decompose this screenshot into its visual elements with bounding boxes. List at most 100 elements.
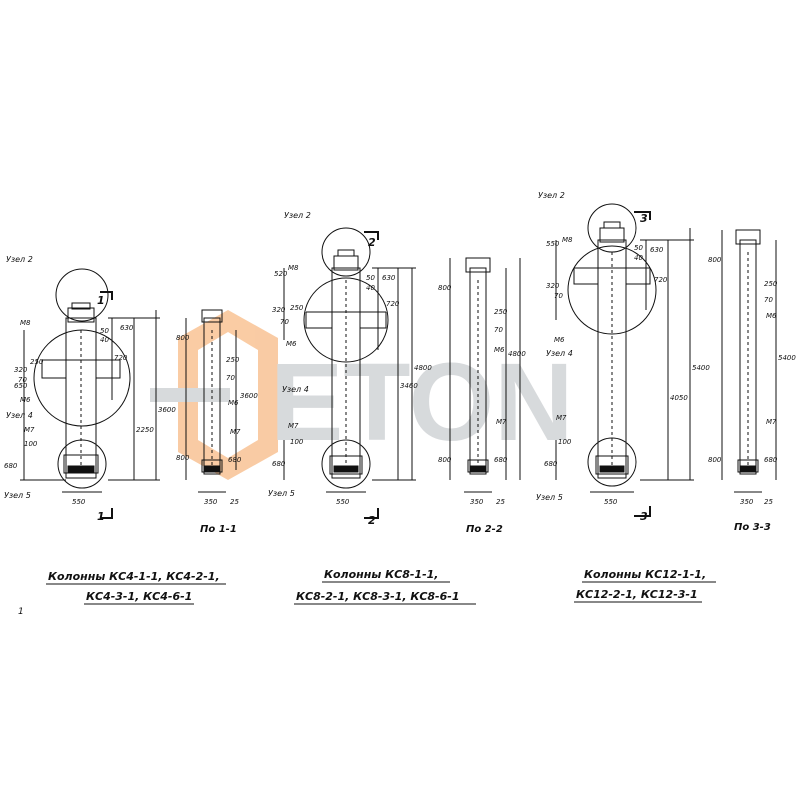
column-1-dim-left-4: 100 [24, 440, 38, 448]
section-2 [449, 257, 521, 493]
column-3-node-upper-label: Узел 2 [538, 191, 565, 200]
section-1-bottom-width: 350 [204, 498, 218, 506]
watermark-text: ETON [270, 341, 574, 464]
column-1-console [41, 360, 66, 379]
column-1-labels: Узел 2 Узел 4 Узел 5 М8 М6 М7 320 650 25… [4, 255, 176, 523]
section-1-mark-m7: М7 [230, 428, 241, 436]
section-1-dim-right-3: 680 [228, 456, 242, 464]
column-2-dim-left-3: 250 [290, 304, 304, 312]
section-2-dim-right-3: 680 [494, 456, 508, 464]
column-2-node-lower-label: Узел 5 [268, 489, 295, 498]
column-2-dim-right-2: 3460 [400, 382, 418, 390]
column-1-dim-right-2: 2250 [136, 426, 154, 434]
column-1-small-dim-1: 40 [100, 336, 109, 344]
section-2-title: По 2-2 [466, 524, 503, 535]
column-3-dim-right-3: 5400 [692, 364, 710, 372]
section-3-bottom-width: 350 [740, 498, 754, 506]
column-3-dim-left-0: 550 [546, 240, 560, 248]
section-2-dim-right-2: 4800 [508, 350, 526, 358]
column-3-small-dim-1: 40 [634, 254, 643, 262]
column-1-dim-left-2: 250 [30, 358, 44, 366]
column-2-labels: Узел 2 Узел 4 Узел 5 М8 М6 М7 520 320 70… [268, 211, 432, 527]
column-3-node-mid-label: Узел 4 [546, 349, 573, 358]
section-1-mark-m6: М6 [228, 399, 239, 407]
column-1-section-cut-bottom [100, 508, 113, 519]
section-1-dim-left-1: 800 [176, 454, 190, 462]
column-3-small-dim-0: 50 [634, 244, 643, 252]
column-1-node-lower-label: Узел 5 [4, 491, 31, 500]
column-1-mark-m8: М8 [20, 319, 31, 327]
column-3-dim-right-2: 4050 [670, 394, 688, 402]
column-1-node-mid-label: Узел 4 [6, 411, 33, 420]
column-3-node-lower [587, 437, 637, 487]
section-3-dim-right-1: 70 [764, 296, 773, 304]
section-2-dim-left-0: 800 [438, 284, 452, 292]
column-2-node-upper-label: Узел 2 [284, 211, 311, 220]
column-1-dim-left-3: 70 [18, 376, 27, 384]
column-1-dim-right-3: 3600 [158, 406, 176, 414]
watermark: ETON [150, 310, 574, 480]
column-3-section-mark-bottom: 3 [640, 510, 648, 523]
column-3-dim-right-0: 630 [650, 246, 664, 254]
section-2-dim-right-1: 70 [494, 326, 503, 334]
section-3-title: По 3-3 [734, 522, 771, 533]
section-1-labels: По 1-1 М6 М7 800 800 250 70 3600 680 350… [176, 334, 258, 535]
column-3-section-mark-top: 3 [640, 212, 648, 225]
captions: Колонны КС4-1-1, КС4-2-1, КС4-3-1, КС4-6… [46, 568, 716, 605]
column-2-dim-right-1: 720 [386, 300, 400, 308]
section-2-bottom-width: 350 [470, 498, 484, 506]
column-2-dim-left-4: 680 [272, 460, 286, 468]
caption-group-1-line-1: Колонны КС4-1-1, КС4-2-1, [48, 570, 220, 583]
column-1-dim-left-5: 680 [4, 462, 18, 470]
column-3-mark-m7: М7 [556, 414, 567, 422]
column-3-bottom-width: 550 [604, 498, 618, 506]
column-2-mark-m8: М8 [288, 264, 299, 272]
section-1-small-dim: 25 [230, 498, 239, 506]
section-2-mark-m7: М7 [496, 418, 507, 426]
column-2-mark-m7: М7 [288, 422, 299, 430]
column-1 [20, 268, 160, 519]
column-2-bottom-width: 550 [336, 498, 350, 506]
section-2-dim-right-0: 250 [494, 308, 508, 316]
section-2-dim-left-1: 800 [438, 456, 452, 464]
section-2-labels: По 2-2 М6 М7 800 800 250 70 4800 680 350… [438, 284, 526, 535]
column-2-dim-left-2: 70 [280, 318, 289, 326]
caption-group-3-line-2: КС12-2-1, КС12-3-1 [576, 588, 698, 601]
column-1-mark-m7: М7 [24, 426, 35, 434]
column-1-node-lower [57, 439, 107, 489]
column-3-dim-right-1: 720 [654, 276, 668, 284]
column-3-dim-left-4: 100 [558, 438, 572, 446]
caption-group-2-line-1: Колонны КС8-1-1, [324, 568, 438, 581]
caption-group-3-line-1: Колонны КС12-1-1, [584, 568, 706, 581]
column-2 [283, 227, 416, 519]
column-1-dim-right-0: 630 [120, 324, 134, 332]
column-1-node-upper [55, 268, 109, 322]
column-2-dim-right-3: 4800 [414, 364, 432, 372]
column-2-node-upper [321, 227, 371, 277]
section-3-dim-right-2: 5400 [778, 354, 796, 362]
column-1-section-mark-top: 1 [97, 294, 105, 307]
column-1-node-mid [33, 329, 131, 427]
column-1-section-cut-top [100, 291, 113, 300]
section-2-small-dim: 25 [496, 498, 505, 506]
column-3-dim-left-3: 680 [544, 460, 558, 468]
column-3-node-lower-label: Узел 5 [536, 493, 563, 502]
column-1-small-dim-0: 50 [100, 327, 109, 335]
column-1-bottom-width: 550 [72, 498, 86, 506]
page-number: 1 [18, 607, 24, 617]
column-2-dim-right-0: 630 [382, 274, 396, 282]
column-2-node-mid-label: Узел 4 [282, 385, 309, 394]
column-3 [555, 203, 694, 517]
section-3-mark-m7: М7 [766, 418, 777, 426]
column-3-node-mid [567, 245, 657, 335]
column-1-dim-left-1: 650 [14, 382, 28, 390]
section-3-dim-right-0: 250 [764, 280, 778, 288]
column-2-node-mid [303, 277, 389, 363]
section-1-dim-right-0: 250 [226, 356, 240, 364]
section-1 [185, 309, 237, 493]
section-1-dim-right-1: 70 [226, 374, 235, 382]
section-3 [721, 229, 777, 493]
column-3-mark-m6: М6 [554, 336, 565, 344]
column-2-dim-left-0: 520 [274, 270, 288, 278]
